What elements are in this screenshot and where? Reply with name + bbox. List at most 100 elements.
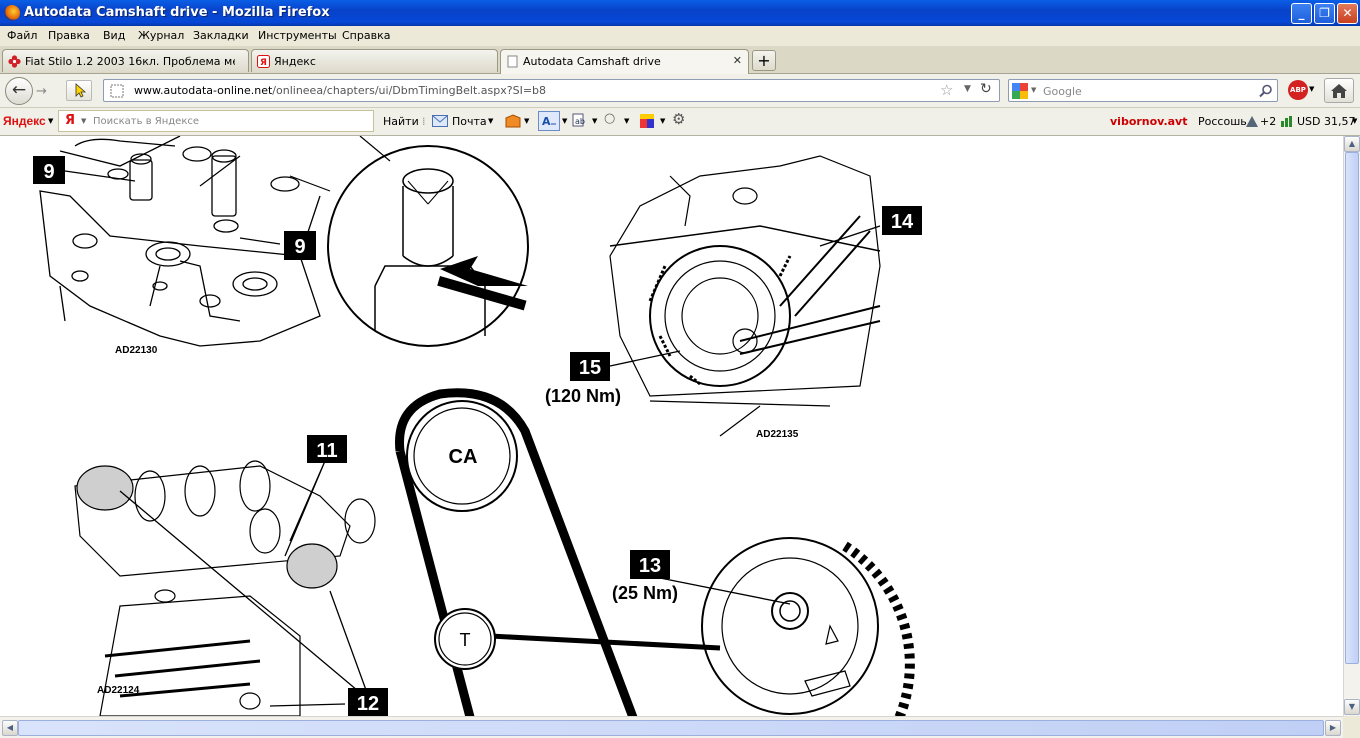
spellcheck-icon[interactable]: ab bbox=[572, 113, 590, 129]
arrow-shaft bbox=[437, 276, 527, 311]
bookmarks-bar-icon[interactable] bbox=[504, 113, 522, 129]
tab-yandex[interactable]: Я Яндекс bbox=[251, 49, 498, 72]
callout-box bbox=[348, 688, 388, 716]
page-content: 9 9 14 15 (120 Nm) 11 13 (25 Nm) 12 AD22… bbox=[0, 136, 1343, 716]
tab-autodata[interactable]: Autodata Camshaft drive ✕ bbox=[500, 49, 749, 74]
gear-icon[interactable]: ⚙ bbox=[672, 110, 686, 128]
close-window-button[interactable]: ✕ bbox=[1337, 3, 1358, 24]
menu-tools[interactable]: Инструменты bbox=[258, 29, 337, 42]
tensioner-assembly-drawing bbox=[701, 537, 915, 716]
maximize-button[interactable]: ❐ bbox=[1314, 3, 1335, 24]
yandex-toolbar: Яндекс ▼ Я ▼ Поискать в Яндексе Найти ⁞ … bbox=[0, 108, 1360, 136]
back-button[interactable]: ← bbox=[5, 77, 33, 105]
callout-box bbox=[307, 435, 347, 463]
search-engine-dropdown-icon[interactable]: ▼ bbox=[1031, 86, 1037, 94]
callout-9-right: 9 bbox=[294, 236, 305, 258]
yandex-region[interactable]: Россошь bbox=[1198, 115, 1247, 128]
window-title: Autodata Camshaft drive - Mozilla Firefo… bbox=[24, 5, 330, 20]
minimize-button[interactable]: _ bbox=[1291, 3, 1312, 24]
scroll-left-icon[interactable]: ◀ bbox=[2, 720, 18, 736]
yandex-badge: Я bbox=[65, 113, 76, 128]
figure-id-ad22130: AD22130 bbox=[115, 345, 158, 356]
spellcheck-dropdown-icon[interactable]: ▼ bbox=[592, 117, 598, 125]
page-icon bbox=[110, 84, 124, 98]
tab-label: Яндекс bbox=[274, 55, 316, 68]
url-bar[interactable]: www.autodata-online.net/onlineea/chapter… bbox=[103, 79, 1000, 102]
currency-chart-icon bbox=[1281, 116, 1292, 127]
callout-15: 15 bbox=[579, 357, 601, 379]
speech-bubble-icon[interactable]: ○ bbox=[604, 111, 616, 126]
url-path: /onlineea/chapters/ui/DbmTimingBelt.aspx… bbox=[272, 84, 547, 97]
flower-favicon-icon bbox=[8, 55, 21, 68]
scrollbar-corner bbox=[1343, 716, 1360, 738]
callout-box bbox=[284, 231, 316, 260]
new-tab-button[interactable]: + bbox=[752, 50, 776, 71]
menu-help[interactable]: Справка bbox=[342, 29, 391, 42]
url-text: www.autodata-online.net/onlineea/chapter… bbox=[134, 84, 546, 97]
home-icon bbox=[1331, 84, 1347, 98]
forward-arrow-icon[interactable]: → bbox=[36, 84, 47, 99]
yandex-favicon-icon: Я bbox=[257, 55, 270, 68]
yandex-mail-button[interactable]: Почта bbox=[452, 115, 487, 128]
google-search-placeholder: Google bbox=[1043, 85, 1082, 98]
speech-dropdown-icon[interactable]: ▼ bbox=[624, 117, 630, 125]
weather-temperature[interactable]: +2 bbox=[1260, 115, 1277, 128]
menu-file[interactable]: Файл bbox=[7, 29, 38, 42]
url-dropdown-icon[interactable]: ▼ bbox=[964, 84, 971, 94]
currency-rate[interactable]: USD 31,57 bbox=[1297, 115, 1356, 128]
callout-9-left: 9 bbox=[43, 161, 54, 183]
vertical-scroll-thumb[interactable] bbox=[1345, 152, 1359, 664]
pulley-label-t: T bbox=[460, 630, 471, 650]
callout-14: 14 bbox=[891, 211, 914, 233]
mail-dropdown-icon[interactable]: ▼ bbox=[488, 117, 494, 125]
bookmark-star-icon[interactable]: ☆ bbox=[940, 81, 954, 99]
figure-id-ad22124: AD22124 bbox=[97, 685, 140, 696]
mail-icon bbox=[432, 115, 448, 127]
camshaft-drawing bbox=[74, 460, 376, 716]
abp-dropdown-icon[interactable]: ▼ bbox=[1309, 85, 1315, 93]
home-button[interactable] bbox=[1324, 78, 1354, 103]
google-search-box[interactable]: ▼ Google bbox=[1008, 79, 1278, 102]
vertical-scrollbar[interactable]: ▲ ▼ bbox=[1343, 136, 1360, 716]
horizontal-scroll-thumb[interactable] bbox=[18, 720, 1324, 736]
currency-dropdown-icon[interactable]: ▼ bbox=[1352, 117, 1358, 125]
adblock-button[interactable]: ABP ▼ bbox=[1288, 80, 1316, 101]
yandex-menu-dropdown-icon[interactable]: ▼ bbox=[48, 117, 54, 125]
yandex-find-button[interactable]: Найти bbox=[383, 115, 419, 128]
menu-history[interactable]: Журнал bbox=[138, 29, 185, 42]
callout-12: 12 bbox=[357, 693, 379, 715]
close-tab-icon[interactable]: ✕ bbox=[732, 54, 742, 67]
cursor-tool-button[interactable] bbox=[66, 80, 92, 101]
translate-button[interactable]: A bbox=[538, 111, 560, 131]
tensioner-pulley bbox=[434, 608, 496, 670]
navigation-bar: ← → www.autodata-online.net/onlineea/cha… bbox=[0, 74, 1360, 108]
tab-label: Fiat Stilo 1.2 2003 16кл. Проблема метк.… bbox=[25, 55, 235, 68]
window-title-bar: Autodata Camshaft drive - Mozilla Firefo… bbox=[0, 0, 1360, 26]
menu-bookmarks[interactable]: Закладки bbox=[193, 29, 249, 42]
leader-lines bbox=[64, 170, 881, 707]
bookmarks-dropdown-icon[interactable]: ▼ bbox=[524, 117, 530, 125]
google-icon bbox=[1012, 83, 1028, 99]
yandex-search-input[interactable]: Я ▼ Поискать в Яндексе bbox=[58, 110, 374, 132]
menu-view[interactable]: Вид bbox=[103, 29, 126, 42]
translate-dropdown-icon[interactable]: ▼ bbox=[562, 117, 568, 125]
scroll-up-icon[interactable]: ▲ bbox=[1344, 136, 1360, 152]
yandex-input-dropdown-icon[interactable]: ▼ bbox=[81, 117, 87, 125]
horizontal-scrollbar[interactable]: ◀ ▶ bbox=[0, 716, 1343, 738]
scroll-right-icon[interactable]: ▶ bbox=[1325, 720, 1341, 736]
reload-icon[interactable]: ↻ bbox=[980, 81, 992, 97]
yandex-user[interactable]: vibornov.avt bbox=[1110, 115, 1188, 128]
yandex-user-name: vibornov.avt bbox=[1110, 115, 1188, 128]
torque-120nm: (120 Nm) bbox=[545, 386, 621, 406]
apps-dropdown-icon[interactable]: ▼ bbox=[660, 117, 666, 125]
cube-apps-icon[interactable] bbox=[638, 112, 656, 130]
callout-labels: 9 9 14 15 (120 Nm) 11 13 (25 Nm) 12 AD22… bbox=[33, 156, 922, 716]
tab-fiat-stilo[interactable]: Fiat Stilo 1.2 2003 16кл. Проблема метк.… bbox=[2, 49, 249, 72]
zoom-detail-circle bbox=[199, 136, 529, 347]
menu-edit[interactable]: Правка bbox=[48, 29, 90, 42]
tab-bar: Fiat Stilo 1.2 2003 16кл. Проблема метк.… bbox=[0, 46, 1360, 74]
url-domain: www.autodata-online.net bbox=[134, 84, 273, 97]
magnifier-icon[interactable] bbox=[1259, 84, 1273, 98]
scroll-down-icon[interactable]: ▼ bbox=[1344, 699, 1360, 715]
yandex-logo[interactable]: Яндекс bbox=[3, 114, 46, 128]
